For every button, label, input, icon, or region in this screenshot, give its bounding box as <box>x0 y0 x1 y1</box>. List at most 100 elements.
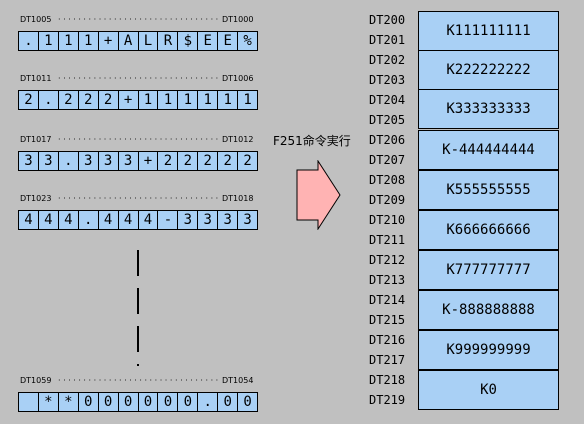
register-low-label: DT1006 <box>222 74 254 83</box>
register-cell: $ <box>178 32 199 50</box>
register-cell: 1 <box>198 91 219 109</box>
register-cell: 0 <box>218 393 239 411</box>
dt-label: DT218 <box>369 373 406 387</box>
dt-label: DT207 <box>369 153 406 167</box>
register-cell: . <box>79 211 99 229</box>
register-cell: 3 <box>39 152 59 170</box>
register-high-label: DT1005 <box>20 15 52 24</box>
register-cell: 2 <box>99 91 119 109</box>
register-cell: A <box>119 32 139 50</box>
register-cell: . <box>19 32 39 50</box>
register-cell <box>19 393 39 411</box>
register-cell: 2 <box>19 91 39 109</box>
dt-label: DT200 <box>369 13 406 27</box>
register-cell: % <box>243 33 252 49</box>
register-cell: 3 <box>243 212 252 228</box>
register-cell: 4 <box>119 211 139 229</box>
dt-label: DT203 <box>369 73 406 87</box>
register-cell: 2 <box>158 152 179 170</box>
register-row: * * 0 0 0 0 0 0 . 0 0 <box>18 392 258 412</box>
dt-value-box: K999999999 <box>418 330 559 370</box>
dt-label: DT214 <box>369 293 406 307</box>
register-row: . 1 1 1 + A L R $ E E % <box>18 31 258 51</box>
register-cell: * <box>59 393 79 411</box>
register-cell: + <box>99 32 119 50</box>
register-cell: 1 <box>39 32 59 50</box>
register-cell: 1 <box>139 91 159 109</box>
register-cell: + <box>139 152 159 170</box>
register-cell: 0 <box>99 393 119 411</box>
register-cell: 3 <box>218 211 239 229</box>
register-cell: 0 <box>158 393 179 411</box>
dt-label: DT216 <box>369 333 406 347</box>
register-cell: 0 <box>243 394 252 410</box>
dt-label: DT204 <box>369 93 406 107</box>
dt-label: DT201 <box>369 33 406 47</box>
register-cell: 0 <box>79 393 99 411</box>
dt-label: DT210 <box>369 213 406 227</box>
dt-label: DT219 <box>369 393 406 407</box>
register-cell: E <box>198 32 219 50</box>
register-cell: 1 <box>79 32 99 50</box>
register-cell: . <box>198 393 219 411</box>
register-cell: 3 <box>99 152 119 170</box>
register-cell: 3 <box>178 211 199 229</box>
dt-value-box: K666666666 <box>418 210 559 250</box>
dt-value-box: K0 <box>418 370 559 410</box>
register-cell: 2 <box>59 91 79 109</box>
dt-value-box: K-444444444 <box>418 130 559 170</box>
register-cell: 0 <box>139 393 159 411</box>
label-leader: · · · · · · · · · · · · · · · · · · · · … <box>58 194 220 203</box>
dt-value-box: K333333333 <box>418 89 559 129</box>
register-cell: 2 <box>79 91 99 109</box>
label-leader: · · · · · · · · · · · · · · · · · · · · … <box>58 74 220 83</box>
register-cell: 3 <box>198 211 219 229</box>
label-leader: · · · · · · · · · · · · · · · · · · · · … <box>58 15 220 24</box>
dt-label: DT205 <box>369 113 406 127</box>
dt-label: DT202 <box>369 53 406 67</box>
register-row: 2 . 2 2 2 + 1 1 1 1 1 1 <box>18 90 258 110</box>
dt-value-box: K777777777 <box>418 250 559 290</box>
dt-label: DT211 <box>369 233 406 247</box>
register-cell: 2 <box>218 152 239 170</box>
register-cell: 3 <box>119 152 139 170</box>
right-arrow-icon <box>296 160 341 230</box>
register-cell: E <box>218 32 239 50</box>
register-cell: 3 <box>79 152 99 170</box>
register-cell: + <box>119 91 139 109</box>
dt-value-box: K555555555 <box>418 170 559 210</box>
register-cell: 4 <box>39 211 59 229</box>
dt-value-box: K222222222 <box>418 50 559 90</box>
register-cell: L <box>139 32 159 50</box>
dt-value-box: K-888888888 <box>418 290 559 330</box>
label-leader: · · · · · · · · · · · · · · · · · · · · … <box>58 135 220 144</box>
register-cell: . <box>59 152 79 170</box>
register-cell: 1 <box>243 92 252 108</box>
dt-label: DT212 <box>369 253 406 267</box>
register-cell: 2 <box>243 153 252 169</box>
register-low-label: DT1054 <box>222 376 254 385</box>
register-cell: 4 <box>59 211 79 229</box>
instruction-caption: F251命令実行 <box>273 134 351 148</box>
register-row: 3 3 . 3 3 3 + 2 2 2 2 2 <box>18 151 258 171</box>
register-cell: 0 <box>178 393 199 411</box>
register-cell: R <box>158 32 179 50</box>
dt-label: DT209 <box>369 193 406 207</box>
register-cell: 4 <box>99 211 119 229</box>
register-high-label: DT1017 <box>20 135 52 144</box>
register-high-label: DT1059 <box>20 376 52 385</box>
register-low-label: DT1000 <box>222 15 254 24</box>
register-low-label: DT1018 <box>222 194 254 203</box>
register-cell: 2 <box>198 152 219 170</box>
register-cell: 1 <box>158 91 179 109</box>
register-cell: - <box>158 211 179 229</box>
dt-label: DT208 <box>369 173 406 187</box>
register-high-label: DT1011 <box>20 74 52 83</box>
register-cell: 1 <box>218 91 239 109</box>
dt-label: DT206 <box>369 133 406 147</box>
register-cell: * <box>39 393 59 411</box>
register-cell: . <box>39 91 59 109</box>
label-leader: · · · · · · · · · · · · · · · · · · · · … <box>58 376 220 385</box>
register-cell: 0 <box>119 393 139 411</box>
dt-label: DT217 <box>369 353 406 367</box>
